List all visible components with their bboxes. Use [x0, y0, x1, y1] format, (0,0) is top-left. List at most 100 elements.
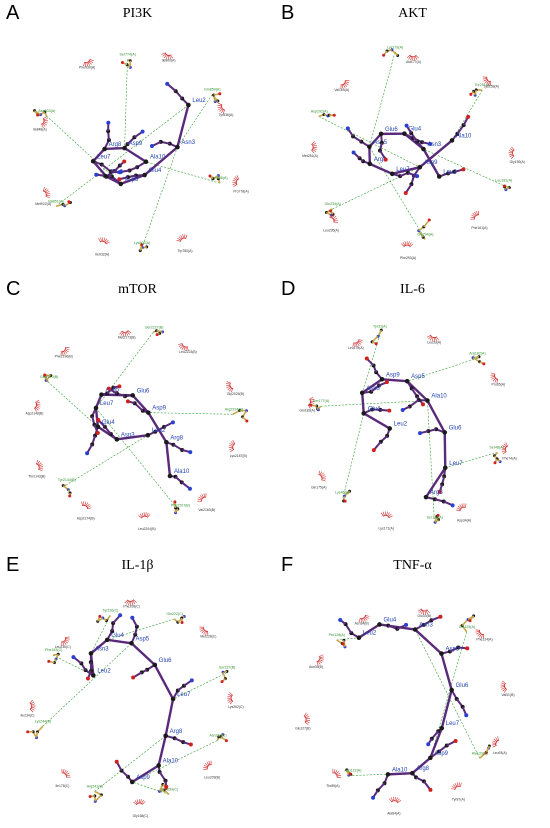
hydrophobic-spoke: [132, 600, 136, 605]
hydrophobic-residue-label: Glu183(A): [299, 409, 314, 413]
receptor-atom: [493, 461, 497, 465]
hydrophobic-residue-label: Ile848(A): [33, 128, 47, 132]
peptide-residue-label: Asp5: [135, 636, 149, 642]
receptor-atom: [332, 113, 336, 117]
hydrophobic-residue-label: Glu127(B): [295, 727, 310, 731]
hydrophobic-spoke: [229, 692, 233, 696]
hydrophobic-spoke: [496, 379, 499, 384]
ligand-atom: [85, 676, 90, 681]
ligand-atom: [118, 181, 124, 187]
receptor-atom: [140, 243, 144, 247]
hydrophobic-spoke: [318, 470, 320, 475]
peptide-residue-label: Ala10: [174, 469, 190, 475]
hydrophobic-spoke: [141, 512, 144, 517]
receptor-atom: [36, 113, 40, 117]
hydrophobic-spoke: [388, 513, 392, 517]
hydrophobic-contact: [98, 237, 110, 245]
panel-d: D IL-6 Ser177(A)Tyr31(A)Arg182(A)Ser48(A…: [275, 276, 550, 552]
hydrophobic-spoke: [490, 376, 495, 378]
hydrophobic-spoke: [203, 493, 205, 498]
peptide-residue-label: Ala10: [431, 394, 447, 400]
ligand-atom: [402, 131, 407, 136]
hydrophobic-spoke: [335, 771, 340, 775]
ligand-atom: [114, 759, 119, 764]
peptide-residue-label: Leu7: [97, 154, 111, 160]
hydrophobic-spoke: [491, 742, 496, 744]
hydrophobic-arc: [359, 614, 366, 619]
hydrophobic-spoke: [165, 55, 168, 60]
hydrophobic-spoke: [426, 609, 430, 614]
hydrophobic-spoke: [492, 740, 497, 743]
hydrophobic-spoke: [305, 720, 310, 723]
ligand-atom: [114, 437, 120, 442]
hydrophobic-contact: [138, 512, 151, 519]
hydrophobic-contact: [426, 334, 439, 342]
hydrophobic-spoke: [476, 632, 480, 635]
hydrophobic-contact: [329, 213, 339, 223]
hydrophobic-residue-label: Lys2187(B): [230, 454, 247, 458]
hydrophobic-spoke: [146, 512, 149, 517]
ligand-atom: [163, 733, 168, 739]
hydrophobic-spoke: [419, 609, 423, 614]
ligand-atom: [103, 174, 109, 179]
hbond-residue-label: Gln859(A): [204, 88, 220, 92]
ligand-bond: [90, 638, 108, 655]
hydrophobic-residue-label: Ala84(A): [387, 812, 400, 816]
hydrophobic-spoke: [206, 761, 210, 766]
ligand-atom: [400, 408, 405, 413]
hydrophobic-spoke: [509, 148, 514, 151]
ligand-atom: [125, 399, 130, 404]
hydrophobic-spoke: [124, 599, 128, 604]
peptide-residue-label: Asn3: [419, 623, 433, 629]
hydrophobic-spoke: [218, 102, 222, 105]
hydrophobic-spoke: [133, 801, 137, 805]
hbond-residue-label: Tyr2144(B): [58, 478, 76, 482]
ligand-atom: [122, 159, 127, 164]
peptide-residue-label: Asp5: [125, 177, 139, 183]
hydrophobic-arc: [504, 445, 509, 453]
ligand-atom: [387, 426, 393, 431]
hydrophobic-spoke: [200, 629, 204, 632]
hydrophobic-contact: [29, 699, 36, 713]
hydrophobic-arc: [353, 339, 360, 344]
hydrophobic-arc: [303, 715, 307, 723]
hydrophobic-spoke: [197, 498, 202, 501]
ligand-bond: [381, 378, 408, 383]
hydrophobic-spoke: [318, 660, 323, 664]
hydrophobic-spoke: [36, 401, 41, 404]
hydrophobic-spoke: [65, 639, 70, 642]
hydrophobic-spoke: [30, 701, 35, 705]
hydrophobic-arc: [29, 702, 32, 710]
hydrophobic-spoke: [89, 60, 94, 63]
ligand-atom: [428, 755, 433, 761]
hbond-residue-label: Pro128(A): [329, 633, 345, 637]
peptide-residue-label: Glu4: [408, 127, 421, 133]
hydrophobic-spoke: [388, 515, 393, 518]
hydrophobic-residue-label: Phe930(A): [79, 66, 95, 70]
hydrophobic-arc: [340, 80, 346, 86]
hydrophobic-residue-label: Phe208(C): [123, 604, 139, 608]
hydrophobic-contact: [303, 712, 311, 725]
hydrogen-bond: [423, 148, 504, 186]
hydrophobic-spoke: [505, 442, 508, 447]
ligand-bond: [440, 689, 453, 729]
ligand-bond: [424, 467, 447, 498]
ligand-bond: [391, 166, 421, 175]
ligand-atom: [106, 120, 111, 125]
hydrophobic-spoke: [501, 687, 506, 690]
hydrophobic-spoke: [464, 503, 467, 508]
hydrophobic-spoke: [41, 124, 44, 129]
hydrophobic-spoke: [428, 336, 432, 340]
interaction-diagram: Gln125(A)Ala133(B)Asp122(A)Pro128(A)Asn3…: [295, 608, 514, 816]
hydrophobic-spoke: [181, 346, 185, 350]
hydrophobic-spoke: [229, 700, 233, 705]
hydrogen-bond: [42, 643, 132, 727]
ligand-bond: [123, 147, 147, 163]
ligand-bond: [165, 442, 172, 477]
ligand-bond: [414, 628, 443, 655]
hydrophobic-spoke: [219, 108, 223, 112]
peptide-residue-label: Leu7: [396, 167, 410, 173]
hydrophobic-spoke: [474, 211, 477, 216]
hydrophobic-spoke: [501, 682, 505, 685]
hydrophobic-spoke: [461, 503, 464, 508]
